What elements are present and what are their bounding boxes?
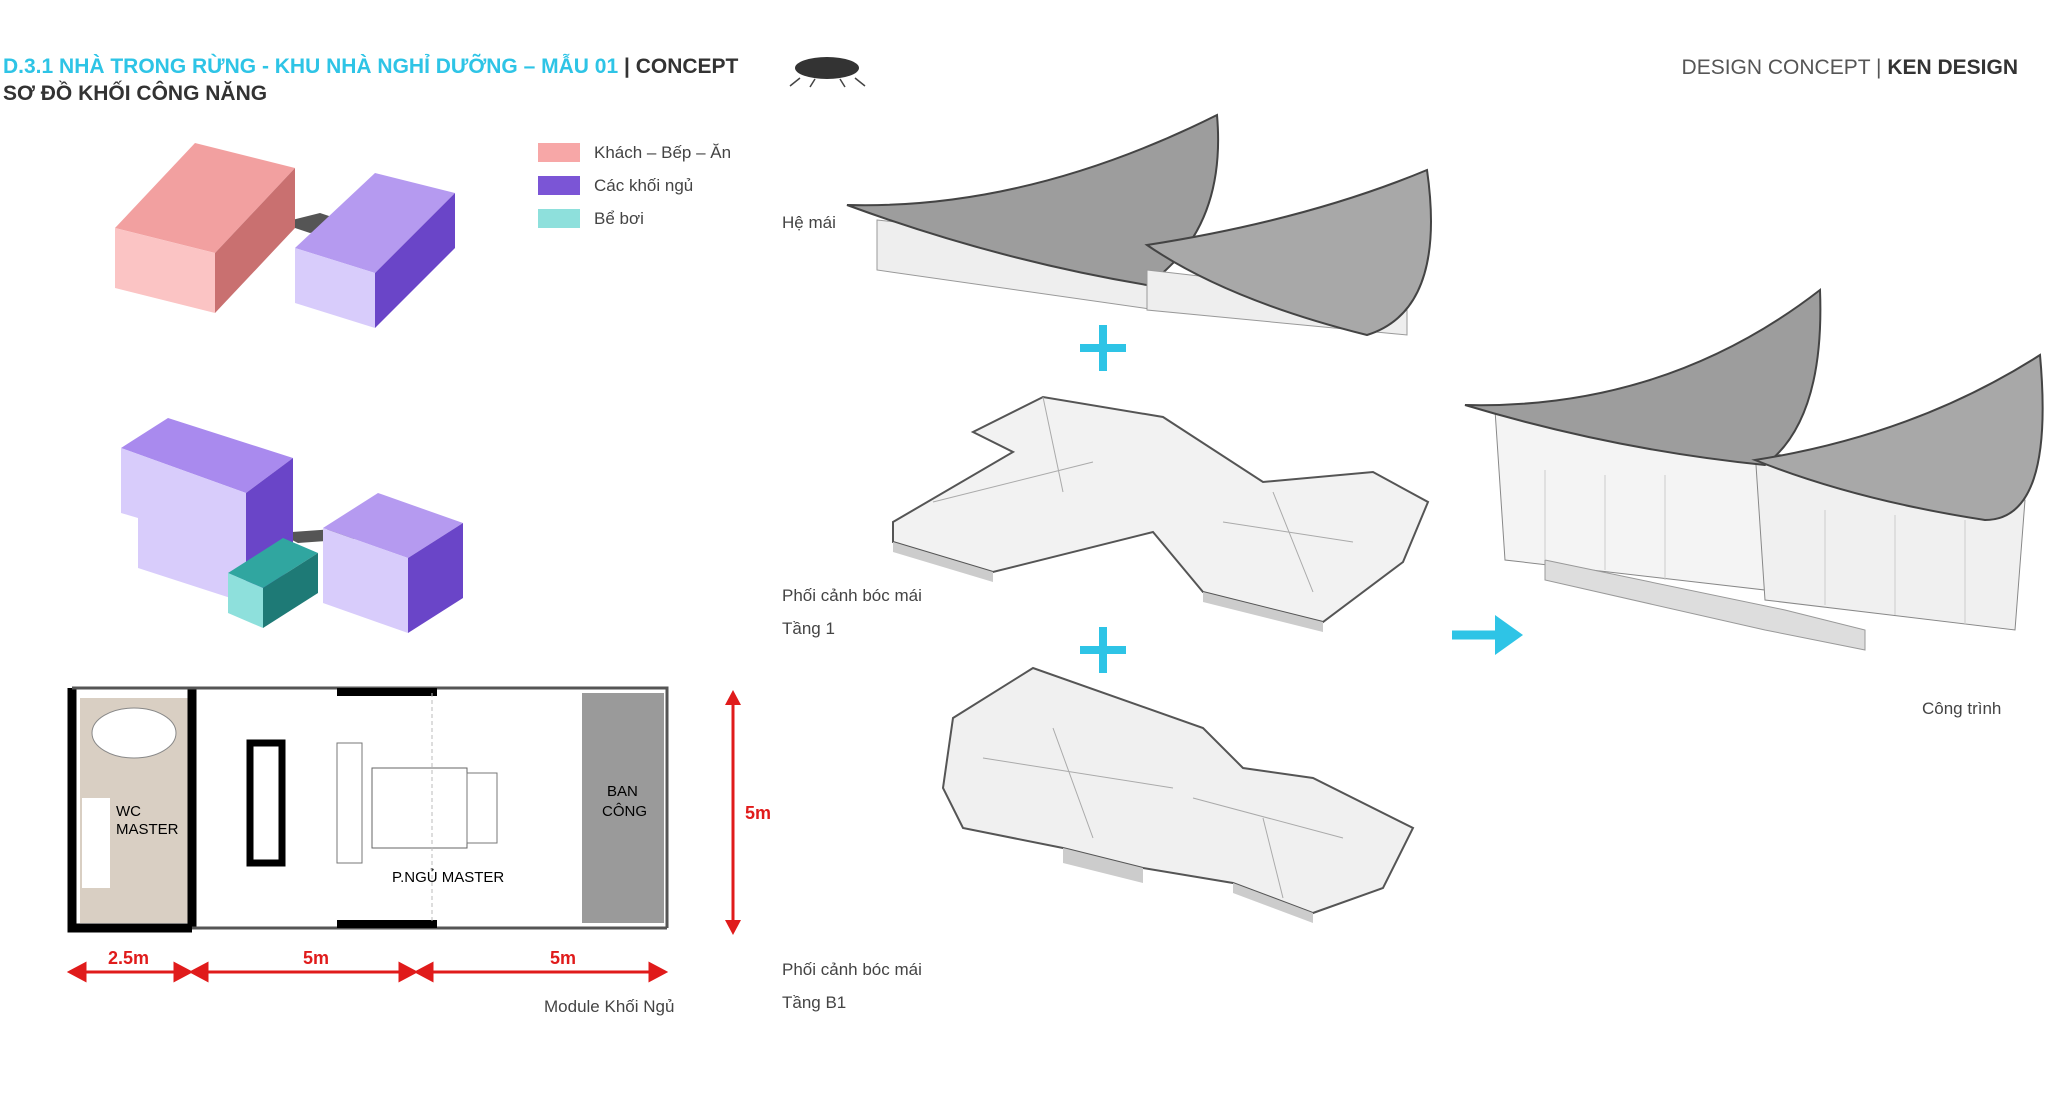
- label-b1-level: Tầng B1: [782, 993, 847, 1012]
- title-separator: |: [618, 55, 636, 78]
- legend-swatch: [538, 209, 580, 228]
- wc-label: WC: [116, 803, 141, 820]
- height-dimension-arrow: [725, 690, 741, 935]
- brand-name: KEN DESIGN: [1887, 56, 2018, 79]
- legend-label: Bể bơi: [594, 208, 644, 228]
- floor-plan-module: WC MASTER P.NGỦ MASTER BAN CÔNG: [67, 686, 669, 933]
- legend-item: Bể bơi: [538, 202, 731, 235]
- header-brand: DESIGN CONCEPT | KEN DESIGN: [1682, 56, 2018, 80]
- floorplan-caption: Module Khối Ngủ: [544, 997, 675, 1016]
- balcony-label: BAN: [607, 783, 638, 800]
- label-building: Công trình: [1922, 699, 2002, 718]
- title-main: D.3.1 NHÀ TRONG RỪNG - KHU NHÀ NGHỈ DƯỠN…: [3, 55, 619, 78]
- legend-swatch: [538, 176, 580, 195]
- legend: Khách – Bếp – Ăn Các khối ngủ Bể bơi: [538, 136, 731, 235]
- b1-cutaway-render: [941, 666, 1415, 923]
- massing-diagram-lower: [121, 418, 463, 633]
- label-floor1: Phối cảnh bóc mái: [782, 586, 922, 605]
- dimension-height: 5m: [745, 803, 772, 823]
- plus-icon: [1080, 627, 1126, 673]
- arrow-right-icon: [1452, 615, 1523, 655]
- legend-item: Các khối ngủ: [538, 169, 731, 202]
- balcony-label-2: CÔNG: [602, 803, 647, 820]
- legend-swatch: [538, 143, 580, 162]
- plus-icon: [1080, 325, 1126, 371]
- dimension-balcony: 5m: [550, 948, 577, 968]
- wc-label-2: MASTER: [116, 821, 179, 838]
- building-render: [1464, 288, 2044, 651]
- dimension-wc: 2.5m: [108, 948, 150, 968]
- dimension-bedroom: 5m: [303, 948, 330, 968]
- label-b1: Phối cảnh bóc mái: [782, 960, 922, 979]
- roof-system-render: [846, 113, 1432, 337]
- page-subtitle: SƠ ĐỒ KHỐI CÔNG NĂNG: [3, 82, 268, 105]
- massing-diagram-upper: [115, 143, 455, 328]
- legend-item: Khách – Bếp – Ăn: [538, 136, 731, 169]
- legend-label: Các khối ngủ: [594, 175, 694, 195]
- label-roof: Hệ mái: [782, 213, 836, 232]
- floor1-cutaway-render: [892, 395, 1430, 632]
- page-title: D.3.1 NHÀ TRONG RỪNG - KHU NHÀ NGHỈ DƯỠN…: [3, 55, 738, 79]
- beetle-logo-icon: [789, 57, 866, 88]
- bedroom-label: P.NGỦ MASTER: [392, 868, 504, 886]
- title-tag: CONCEPT: [635, 55, 739, 78]
- dimension-arrows: [66, 961, 669, 983]
- header-section: DESIGN CONCEPT |: [1681, 56, 1888, 79]
- legend-label: Khách – Bếp – Ăn: [594, 142, 732, 162]
- label-floor1-level: Tầng 1: [782, 619, 835, 638]
